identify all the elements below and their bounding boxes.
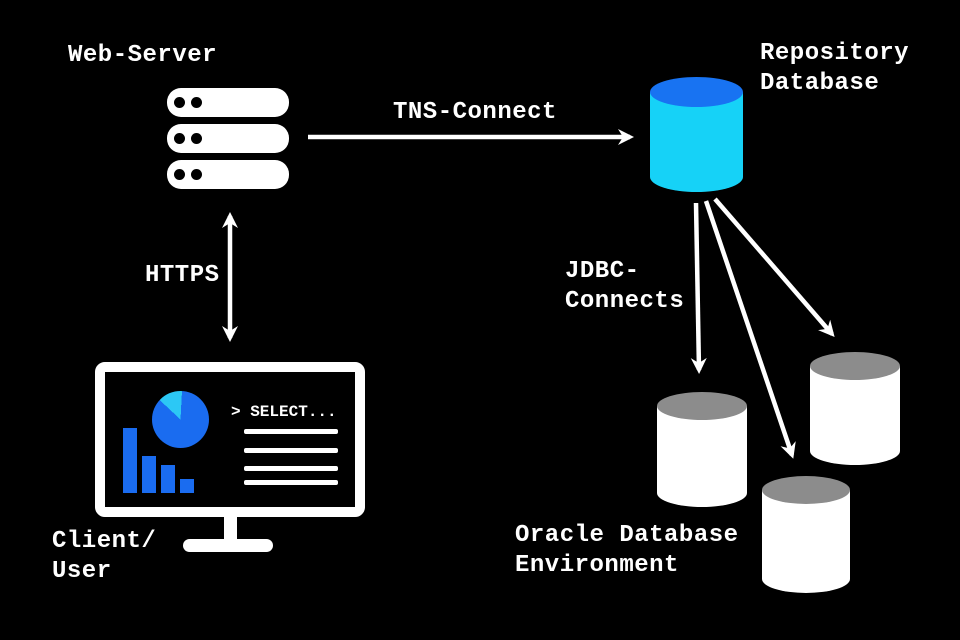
bar-chart-icon <box>161 465 175 493</box>
server-rack-row <box>167 88 289 117</box>
cylinder-body <box>762 490 850 593</box>
cylinder-body <box>810 366 900 465</box>
bar-chart-icon <box>142 456 156 493</box>
oracle-database-icon <box>810 352 900 465</box>
bar-chart-icon <box>123 428 137 493</box>
bar-chart-icon <box>180 479 194 493</box>
oracle-environment-label: Oracle Database Environment <box>515 522 739 579</box>
client-user-label: Client/ User <box>52 528 157 585</box>
oracle-database-icon <box>657 392 747 507</box>
server-led-dot <box>174 97 185 108</box>
tns-connect-label: TNS-Connect <box>393 99 557 126</box>
repository-database-label: Repository Database <box>760 40 910 97</box>
server-led-dot <box>191 133 202 144</box>
terminal-line <box>244 480 338 485</box>
web-server-label: Web-Server <box>68 42 218 69</box>
server-icon <box>167 88 289 189</box>
server-led-dot <box>191 169 202 180</box>
cylinder-top <box>762 476 850 504</box>
monitor-stand-base <box>183 539 273 552</box>
server-led-dot <box>174 133 185 144</box>
https-label: HTTPS <box>145 262 220 289</box>
oracle-database-icon <box>762 476 850 593</box>
server-led-dot <box>191 97 202 108</box>
server-rack-row <box>167 160 289 189</box>
jdbc-arrow-1 <box>690 202 707 374</box>
terminal-line <box>244 466 338 471</box>
terminal-prompt-text: > SELECT... <box>231 403 337 421</box>
cylinder-body <box>650 92 743 192</box>
jdbc-connects-label: JDBC- Connects <box>565 258 685 315</box>
terminal-line <box>244 448 338 453</box>
jdbc-arrow-3 <box>713 197 835 338</box>
server-led-dot <box>174 169 185 180</box>
cylinder-top <box>657 392 747 420</box>
cylinder-top <box>650 77 743 107</box>
cylinder-body <box>657 406 747 507</box>
repository-database-icon <box>650 77 743 192</box>
monitor-icon: > SELECT... <box>95 362 365 517</box>
cylinder-top <box>810 352 900 380</box>
pie-chart-icon <box>152 391 209 448</box>
monitor-stand-neck <box>224 515 237 541</box>
server-rack-row <box>167 124 289 153</box>
terminal-line <box>244 429 338 434</box>
